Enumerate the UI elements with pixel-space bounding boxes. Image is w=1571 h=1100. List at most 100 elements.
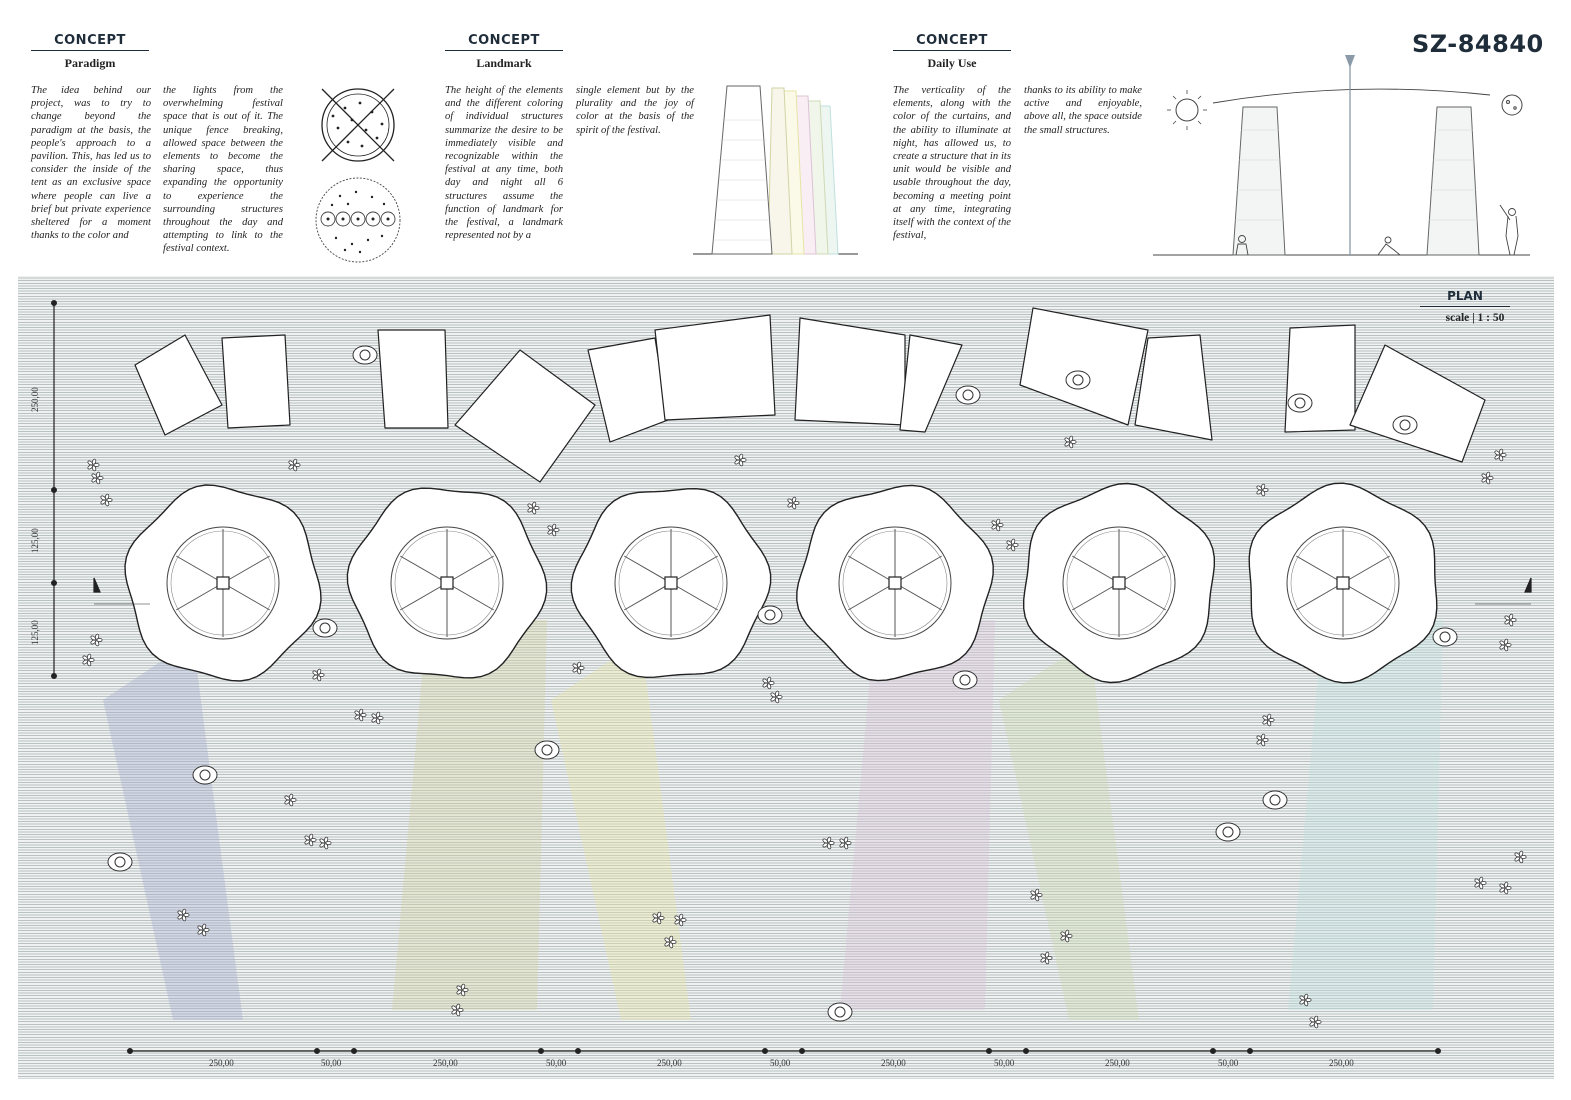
cushion	[1284, 324, 1356, 433]
plant-petal	[1010, 545, 1016, 552]
person-figure	[952, 670, 978, 690]
plant-icon	[787, 496, 800, 510]
plant-petal	[762, 682, 768, 688]
plant-icon	[1256, 733, 1269, 747]
pavilion-5	[1023, 482, 1215, 684]
plant-icon	[1499, 638, 1512, 652]
plant-petal	[1262, 738, 1269, 743]
plant-petal	[358, 715, 364, 722]
plant-petal	[793, 500, 800, 505]
plant-petal	[88, 658, 95, 663]
plant-petal	[1064, 936, 1070, 943]
person-figure	[107, 852, 133, 872]
pavilion-4	[796, 484, 994, 682]
dimension-tick	[50, 300, 57, 307]
pavilion-inner-ring	[614, 526, 728, 640]
plant-petal	[1044, 951, 1050, 958]
vertical-dim-label: 250,00	[30, 387, 40, 412]
person-head	[1269, 794, 1281, 806]
cushion	[1134, 334, 1213, 441]
plant-petal	[1481, 473, 1487, 479]
plant-petal	[1262, 487, 1269, 492]
cushion	[134, 334, 223, 436]
plant-petal	[290, 798, 297, 803]
plant-petal	[1313, 1022, 1319, 1029]
plant-icon	[304, 833, 317, 847]
cushion	[221, 334, 291, 429]
plant-petal	[371, 717, 377, 723]
plant-petal	[197, 929, 203, 935]
plant-petal	[668, 942, 674, 949]
plant-petal	[578, 666, 585, 671]
plant-petal	[738, 460, 744, 467]
concept-heading: CONCEPT	[445, 33, 563, 51]
plant-petal	[1262, 715, 1268, 721]
plant-petal	[547, 525, 553, 531]
plant-petal	[1503, 888, 1509, 895]
pavilion-spoke	[670, 582, 719, 611]
plant-petal	[1260, 483, 1266, 490]
plant-petal	[531, 501, 537, 508]
plant-petal	[1498, 448, 1504, 455]
pavilion-1	[124, 484, 322, 682]
plant-petal	[1499, 887, 1505, 893]
person-head	[114, 856, 126, 868]
curtain-light-strip	[1288, 620, 1443, 1010]
plant-petal	[294, 462, 301, 467]
plant-icon	[547, 523, 560, 537]
plant-petal	[1040, 953, 1046, 959]
plant-icon	[90, 633, 103, 647]
plant-petal	[1309, 1021, 1315, 1027]
plant-petal	[197, 925, 203, 931]
plant-petal	[533, 505, 540, 510]
concept-text-col1: The verticality of the elements, along w…	[893, 85, 1011, 242]
plant-petal	[1060, 931, 1066, 937]
plant-icon	[354, 708, 367, 722]
plant-petal	[462, 988, 469, 993]
plant-petal	[1504, 615, 1510, 621]
plant-petal	[1505, 886, 1512, 891]
plant-petal	[1303, 993, 1309, 1000]
plant-petal	[86, 660, 92, 667]
plant-petal	[839, 842, 845, 848]
plant-petal	[664, 941, 670, 947]
plant-icon	[284, 793, 297, 807]
person-figure	[1215, 822, 1241, 842]
section-marker	[93, 577, 101, 593]
dimension-tick	[1434, 1047, 1441, 1054]
plant-petal	[288, 800, 294, 807]
plant-icon	[288, 458, 301, 472]
plant-petal	[288, 793, 294, 800]
plant-petal	[377, 716, 384, 721]
plant-petal	[740, 457, 747, 462]
dimension-tick	[798, 1047, 805, 1054]
pavilion-centre-post	[888, 576, 902, 590]
plant-petal	[316, 668, 322, 675]
plant-petal	[1503, 638, 1509, 645]
plant-icon	[1494, 448, 1507, 462]
plant-petal	[460, 990, 466, 997]
plant-petal	[1313, 1015, 1319, 1022]
plant-petal	[201, 923, 207, 930]
plant-petal	[768, 681, 775, 686]
plant-petal	[738, 453, 744, 460]
plant-petal	[1256, 489, 1262, 495]
plant-petal	[106, 497, 113, 502]
person-head	[959, 674, 971, 686]
plant-petal	[1040, 957, 1046, 963]
plant-petal	[1474, 882, 1480, 888]
plant-petal	[1064, 929, 1070, 936]
plant-petal	[843, 843, 849, 850]
plant-petal	[1485, 478, 1491, 485]
plant-petal	[1262, 719, 1268, 725]
plant-petal	[1064, 437, 1070, 443]
plant-petal	[576, 668, 582, 675]
plant-petal	[656, 918, 662, 925]
plant-petal	[1256, 485, 1262, 491]
plant-petal	[1499, 883, 1505, 889]
pavilion-spoke	[175, 582, 224, 611]
plant-icon	[1481, 471, 1494, 485]
horizontal-dim-label: 50,00	[770, 1058, 791, 1068]
horizontal-dim-label: 250,00	[433, 1058, 458, 1068]
